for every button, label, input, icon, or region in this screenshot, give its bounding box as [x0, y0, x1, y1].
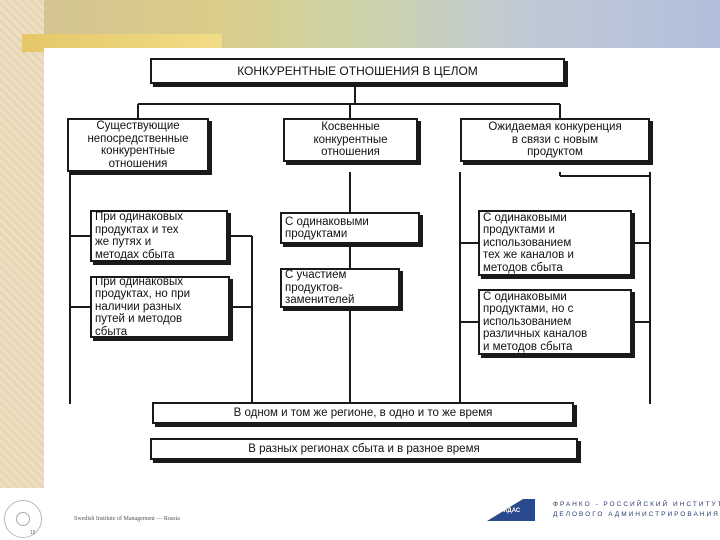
footer-caption: Swedish Institute of Management — Russia: [74, 516, 180, 522]
bar-label: В разных регионах сбыта и в разное время: [248, 443, 479, 456]
bar-label: В одном и том же регионе, в одно и то же…: [234, 407, 493, 420]
institute-line-1: ФРАНКО - РОССИЙСКИЙ ИНСТИТУТ: [553, 500, 720, 510]
institute-name: ФРАНКО - РОССИЙСКИЙ ИНСТИТУТ ДЕЛОВОГО АД…: [553, 500, 720, 520]
middle-item-substitutes: С участием продуктов- заменителей: [280, 268, 400, 308]
category-label: Существующие непосредственные конкурентн…: [87, 120, 188, 170]
bottom-bar-same-region: В одном и том же регионе, в одно и то же…: [152, 402, 574, 424]
middle-item-same-products: С одинаковыми продуктами: [280, 212, 420, 244]
right-item-same-channels: С одинаковыми продуктами и использование…: [478, 210, 632, 276]
title-text: КОНКУРЕНТНЫЕ ОТНОШЕНИЯ В ЦЕЛОМ: [237, 65, 478, 78]
category-label: Косвенные конкурентные отношения: [313, 121, 387, 159]
item-label: При одинаковых продуктах, но при наличии…: [95, 276, 225, 339]
item-label: С одинаковыми продуктами, но с использов…: [483, 291, 627, 354]
category-box-existing: Существующие непосредственные конкурентн…: [67, 118, 209, 172]
category-label: Ожидаемая конкуренция в связи с новым пр…: [488, 121, 621, 159]
category-box-expected: Ожидаемая конкуренция в связи с новым пр…: [460, 118, 650, 162]
left-item-same-channels: При одинаковых продуктах и тех же путях …: [90, 210, 228, 262]
title-box: КОНКУРЕНТНЫЕ ОТНОШЕНИЯ В ЦЕЛОМ: [150, 58, 565, 84]
item-label: При одинаковых продуктах и тех же путях …: [95, 211, 223, 261]
item-label: С одинаковыми продуктами и использование…: [483, 212, 627, 275]
emblem-icon: [4, 500, 42, 538]
right-item-different-channels: С одинаковыми продуктами, но с использов…: [478, 289, 632, 355]
logo-text: ФРИДАС: [494, 508, 520, 514]
institute-line-2: ДЕЛОВОГО АДМИНИСТРИРОВАНИЯ: [553, 510, 720, 520]
item-label: С участием продуктов- заменителей: [285, 269, 395, 307]
bottom-bar-different-regions: В разных регионах сбыта и в разное время: [150, 438, 578, 460]
category-box-indirect: Косвенные конкурентные отношения: [283, 118, 418, 162]
page-marker: 15: [30, 530, 36, 536]
left-item-different-channels: При одинаковых продуктах, но при наличии…: [90, 276, 230, 338]
item-label: С одинаковыми продуктами: [285, 216, 415, 241]
